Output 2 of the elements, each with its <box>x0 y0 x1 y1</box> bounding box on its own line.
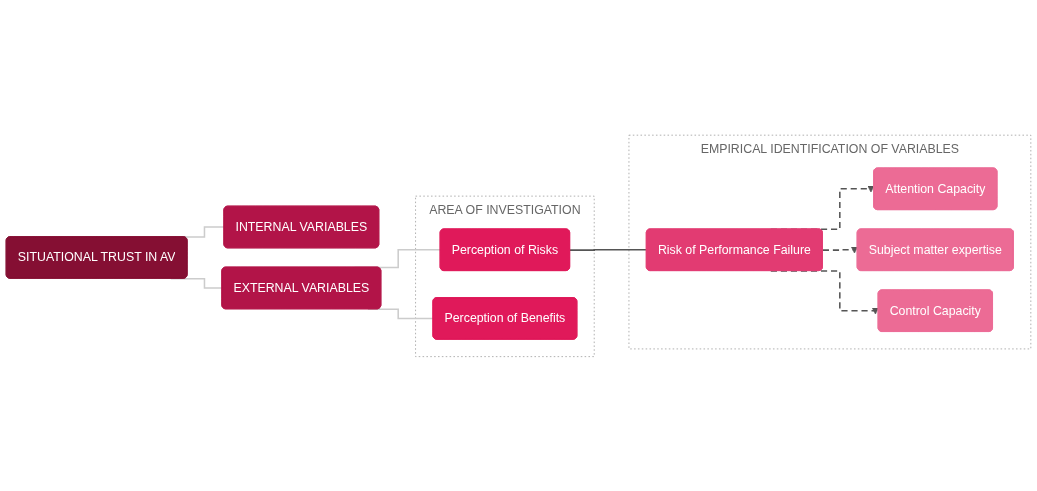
connector <box>569 248 648 251</box>
arrow <box>822 246 858 254</box>
